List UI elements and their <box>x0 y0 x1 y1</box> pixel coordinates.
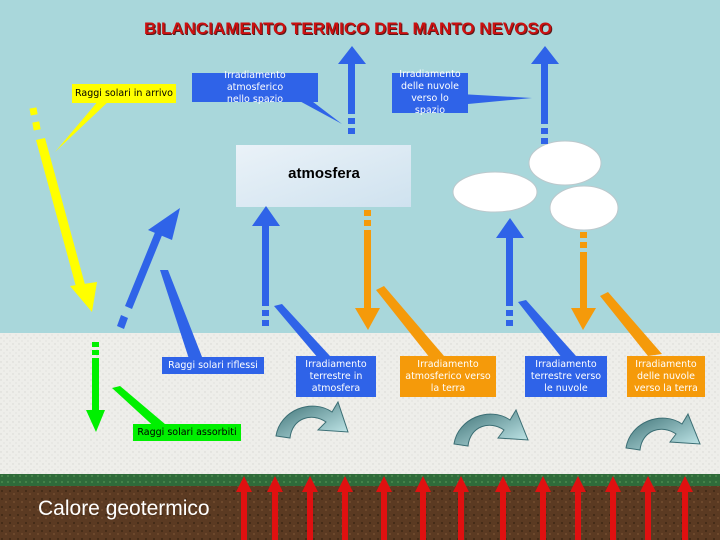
incoming-sun-arrow <box>29 107 97 312</box>
callout-absorbed: Raggi solari assorbiti <box>133 424 241 441</box>
callout-clouds-to-space: Irradiamento delle nuvole verso lo spazi… <box>392 69 468 116</box>
clouds-to-ground-arrow <box>571 232 596 330</box>
ground-to-atm-pointer <box>274 304 330 358</box>
snow-layer <box>0 333 720 474</box>
convection-arrow-icon <box>275 400 701 451</box>
incoming-sun-pointer <box>55 87 110 152</box>
ground-to-clouds-pointer <box>518 300 576 358</box>
callout-reflected: Raggi solari riflessi <box>162 357 264 374</box>
callout-atm-to-ground: Irradiamento atmosferico verso la terra <box>400 356 496 397</box>
geothermal-label: Calore geotermico <box>38 497 210 520</box>
ground-to-atm-arrow <box>252 206 280 326</box>
cloud-icon <box>452 140 619 231</box>
soil-layer <box>0 486 720 540</box>
clouds-to-space-pointer <box>460 94 532 104</box>
atm-to-space-arrow <box>338 46 366 134</box>
callout-atm-to-space: Irradiamento atmosferico nello spazio <box>192 70 318 105</box>
clouds-to-ground-pointer <box>600 292 662 356</box>
atmosphere-box <box>236 145 411 207</box>
diagram-title: BILANCIAMENTO TERMICO DEL MANTO NEVOSO <box>143 19 553 38</box>
callout-ground-to-clouds: Irradiamento terrestre verso le nuvole <box>525 356 607 397</box>
callout-ground-to-atm: Irradiamento terrestre in atmosfera <box>296 356 376 397</box>
atm-to-ground-arrow <box>355 210 380 330</box>
clouds-to-space-arrow <box>531 46 559 144</box>
absorbed-ray-arrow <box>86 342 105 432</box>
absorbed-pointer <box>112 386 172 432</box>
atmosphere-label: atmosfera <box>288 165 360 182</box>
geothermal-arrows <box>236 476 693 540</box>
reflected-pointer <box>160 270 204 362</box>
reflected-ray-arrow <box>117 208 180 329</box>
atm-to-ground-pointer <box>376 286 444 358</box>
callout-clouds-to-ground: Irradiamento delle nuvole verso la terra <box>627 356 705 397</box>
ground-to-clouds-arrow <box>496 218 524 326</box>
callout-incoming-sun: Raggi solari in arrivo <box>72 84 176 103</box>
